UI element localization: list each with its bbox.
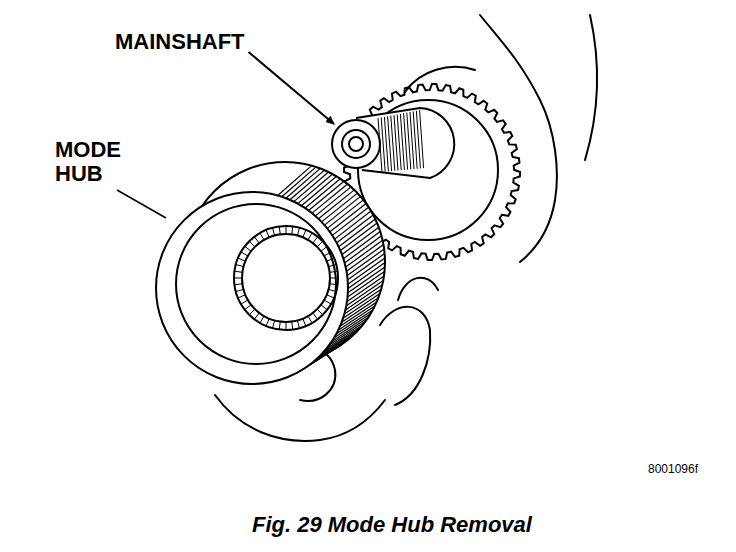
leader-arrow xyxy=(249,52,335,124)
hub-bore-spline xyxy=(330,271,338,272)
hub-bore-spline xyxy=(238,295,245,298)
shaft-bore xyxy=(349,137,363,151)
hub-bore-spline xyxy=(303,230,306,237)
hub-bore-spline xyxy=(303,319,306,326)
shaft-end xyxy=(332,120,380,168)
hub-bore-spline xyxy=(266,319,269,326)
hub-bore-spline xyxy=(234,278,242,279)
hub-bore-spline xyxy=(317,309,323,315)
shaft-collar xyxy=(342,130,370,158)
hub-bore-spline xyxy=(324,252,331,256)
hub-bore-spline xyxy=(249,309,255,315)
hub-bore-spline xyxy=(317,241,323,247)
hub-teeth xyxy=(319,190,355,219)
hub-teeth xyxy=(344,289,381,314)
hub-bore-spline xyxy=(286,226,287,234)
hub-teeth xyxy=(348,272,385,298)
hub-teeth xyxy=(322,193,358,222)
hub-bore-spline xyxy=(266,230,269,237)
hub-bore-spline xyxy=(327,258,334,261)
hub-teeth xyxy=(339,219,376,247)
hub-bore-spline xyxy=(324,300,331,304)
hub-bore-spline xyxy=(273,228,275,236)
lower-hand-finger xyxy=(398,278,438,300)
hub-teeth xyxy=(342,227,379,254)
hub-bore-spline xyxy=(234,271,242,272)
hub-teeth xyxy=(347,276,384,301)
shaft-spline xyxy=(420,110,424,168)
hub-teeth xyxy=(325,196,361,225)
hub-teeth xyxy=(337,215,374,243)
hub-bore-spline xyxy=(329,289,337,291)
hub-bore-spline xyxy=(313,237,318,243)
hub-front-face xyxy=(156,192,348,384)
hub-bore-spline xyxy=(241,300,248,304)
hub-teeth xyxy=(330,204,366,232)
hub-bore-spline xyxy=(279,322,280,330)
hub-teeth xyxy=(346,285,383,310)
hub-bore-spline xyxy=(297,228,299,236)
upper-hand-edge xyxy=(585,15,597,160)
hub-teeth xyxy=(327,200,363,229)
hub-bore-spline xyxy=(236,289,244,291)
hub-teeth xyxy=(312,184,348,213)
part-label: MAINSHAFT xyxy=(115,30,245,54)
hub-bore-spline xyxy=(241,252,248,256)
hub-bore-spline xyxy=(308,233,312,240)
hub-teeth xyxy=(335,211,371,239)
hub-bore-spline xyxy=(292,226,293,234)
hub-bore-spline xyxy=(297,321,299,329)
part-label: MODE HUB xyxy=(55,138,125,186)
hub-bore-spline xyxy=(292,322,293,330)
hub-bore-spline xyxy=(313,313,318,319)
hub-bore-spline xyxy=(273,321,275,329)
hub-bore-spline xyxy=(254,237,259,243)
hub-bore-spline xyxy=(254,313,259,319)
lower-hand-finger xyxy=(380,307,430,405)
figure-code: 8001096f xyxy=(648,462,698,476)
hub-teeth xyxy=(340,223,377,251)
hub-teeth xyxy=(346,280,383,305)
hub-bore-spline xyxy=(321,305,327,310)
hub-teeth xyxy=(309,181,344,210)
hub-bore-spline xyxy=(260,316,264,323)
hub-bore-spline xyxy=(329,265,337,267)
hub-bore-spline xyxy=(245,246,251,251)
hub-bore-spline xyxy=(279,226,280,234)
hub-bore-spline xyxy=(330,278,338,279)
upper-hand-finger xyxy=(405,67,475,92)
hub-teeth xyxy=(315,187,351,216)
hub-bore-spline xyxy=(321,246,327,251)
hub-bore-spline xyxy=(260,233,264,240)
figure-caption: Fig. 29 Mode Hub Removal xyxy=(252,512,532,538)
hub-bore-spline xyxy=(327,295,334,298)
leader-line xyxy=(117,190,166,218)
hub-bore-spline xyxy=(234,284,242,285)
hub-bore-spline xyxy=(236,265,244,267)
lower-hand xyxy=(215,395,385,441)
hub-bore xyxy=(234,226,338,330)
hub-teeth xyxy=(332,207,368,235)
hub-bore-spline xyxy=(245,305,251,310)
hub-face-ring xyxy=(176,204,336,364)
hub-bore-spline xyxy=(308,316,312,323)
hub-bore-spline xyxy=(249,241,255,247)
hub-bore-spline xyxy=(238,258,245,261)
hub-bore-spline xyxy=(330,284,338,285)
hub-bore-inner xyxy=(242,234,330,322)
hub-bore-spline xyxy=(286,322,287,330)
